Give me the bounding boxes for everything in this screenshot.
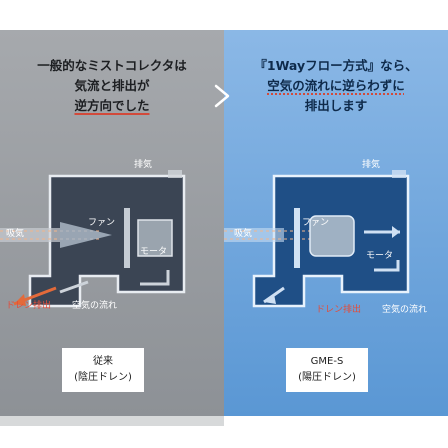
drain-label: ドレン排出 — [316, 305, 362, 315]
airflow-label: 空気の流れ — [382, 305, 428, 315]
intake-label: 吸気 — [6, 229, 25, 239]
fan-icon — [294, 208, 300, 268]
gme-s-panel: 『1Wayフロー方式』なら、 空気の流れに逆らわずに 排出します 排気 吸気 フ… — [224, 30, 448, 416]
bottom-bar — [0, 416, 448, 448]
heading-line-3: 排出します — [304, 98, 368, 113]
exhaust-label: 排気 — [362, 160, 381, 170]
heading-line-2: 空気の流れに逆らわずに — [267, 78, 405, 93]
heading-line-3: 逆方向でした — [74, 98, 150, 113]
chevron-right-icon — [214, 84, 230, 108]
caption-line-1: GME-S — [310, 356, 344, 367]
motor-icon — [309, 215, 355, 257]
intake-label: 吸気 — [234, 229, 253, 239]
airflow-label: 空気の流れ — [72, 301, 118, 311]
fan-label: ファン — [302, 218, 330, 228]
motor-label: モータ — [140, 247, 168, 257]
conventional-diagram — [0, 170, 186, 308]
bottom-shade — [0, 416, 224, 426]
conventional-caption: 従来 (陰圧ドレン) — [62, 348, 144, 392]
caption-line-1: 従来 — [93, 356, 113, 367]
heading-line-1: 『1Wayフロー方式』なら、 — [254, 58, 418, 73]
gme-s-caption: GME-S (陽圧ドレン) — [286, 348, 368, 392]
fan-label: ファン — [88, 218, 116, 228]
gme-s-diagram — [224, 170, 410, 308]
caption-line-2: (陰圧ドレン) — [74, 372, 132, 383]
motor-icon — [137, 219, 173, 257]
gme-s-heading: 『1Wayフロー方式』なら、 空気の流れに逆らわずに 排出します — [224, 56, 448, 116]
fan-icon — [124, 208, 130, 268]
exhaust-label: 排気 — [134, 160, 153, 170]
heading-line-1: 一般的なミストコレクタは — [37, 58, 187, 73]
conventional-heading: 一般的なミストコレクタは 気流と排出が 逆方向でした — [0, 56, 224, 116]
top-bar — [0, 0, 448, 30]
conventional-panel: 一般的なミストコレクタは 気流と排出が 逆方向でした 排気 吸気 ファン モータ… — [0, 30, 224, 416]
heading-line-2: 気流と排出が — [74, 78, 150, 93]
drain-label: ドレン排出 — [6, 301, 52, 311]
motor-label: モータ — [366, 251, 394, 261]
caption-line-2: (陽圧ドレン) — [298, 372, 356, 383]
